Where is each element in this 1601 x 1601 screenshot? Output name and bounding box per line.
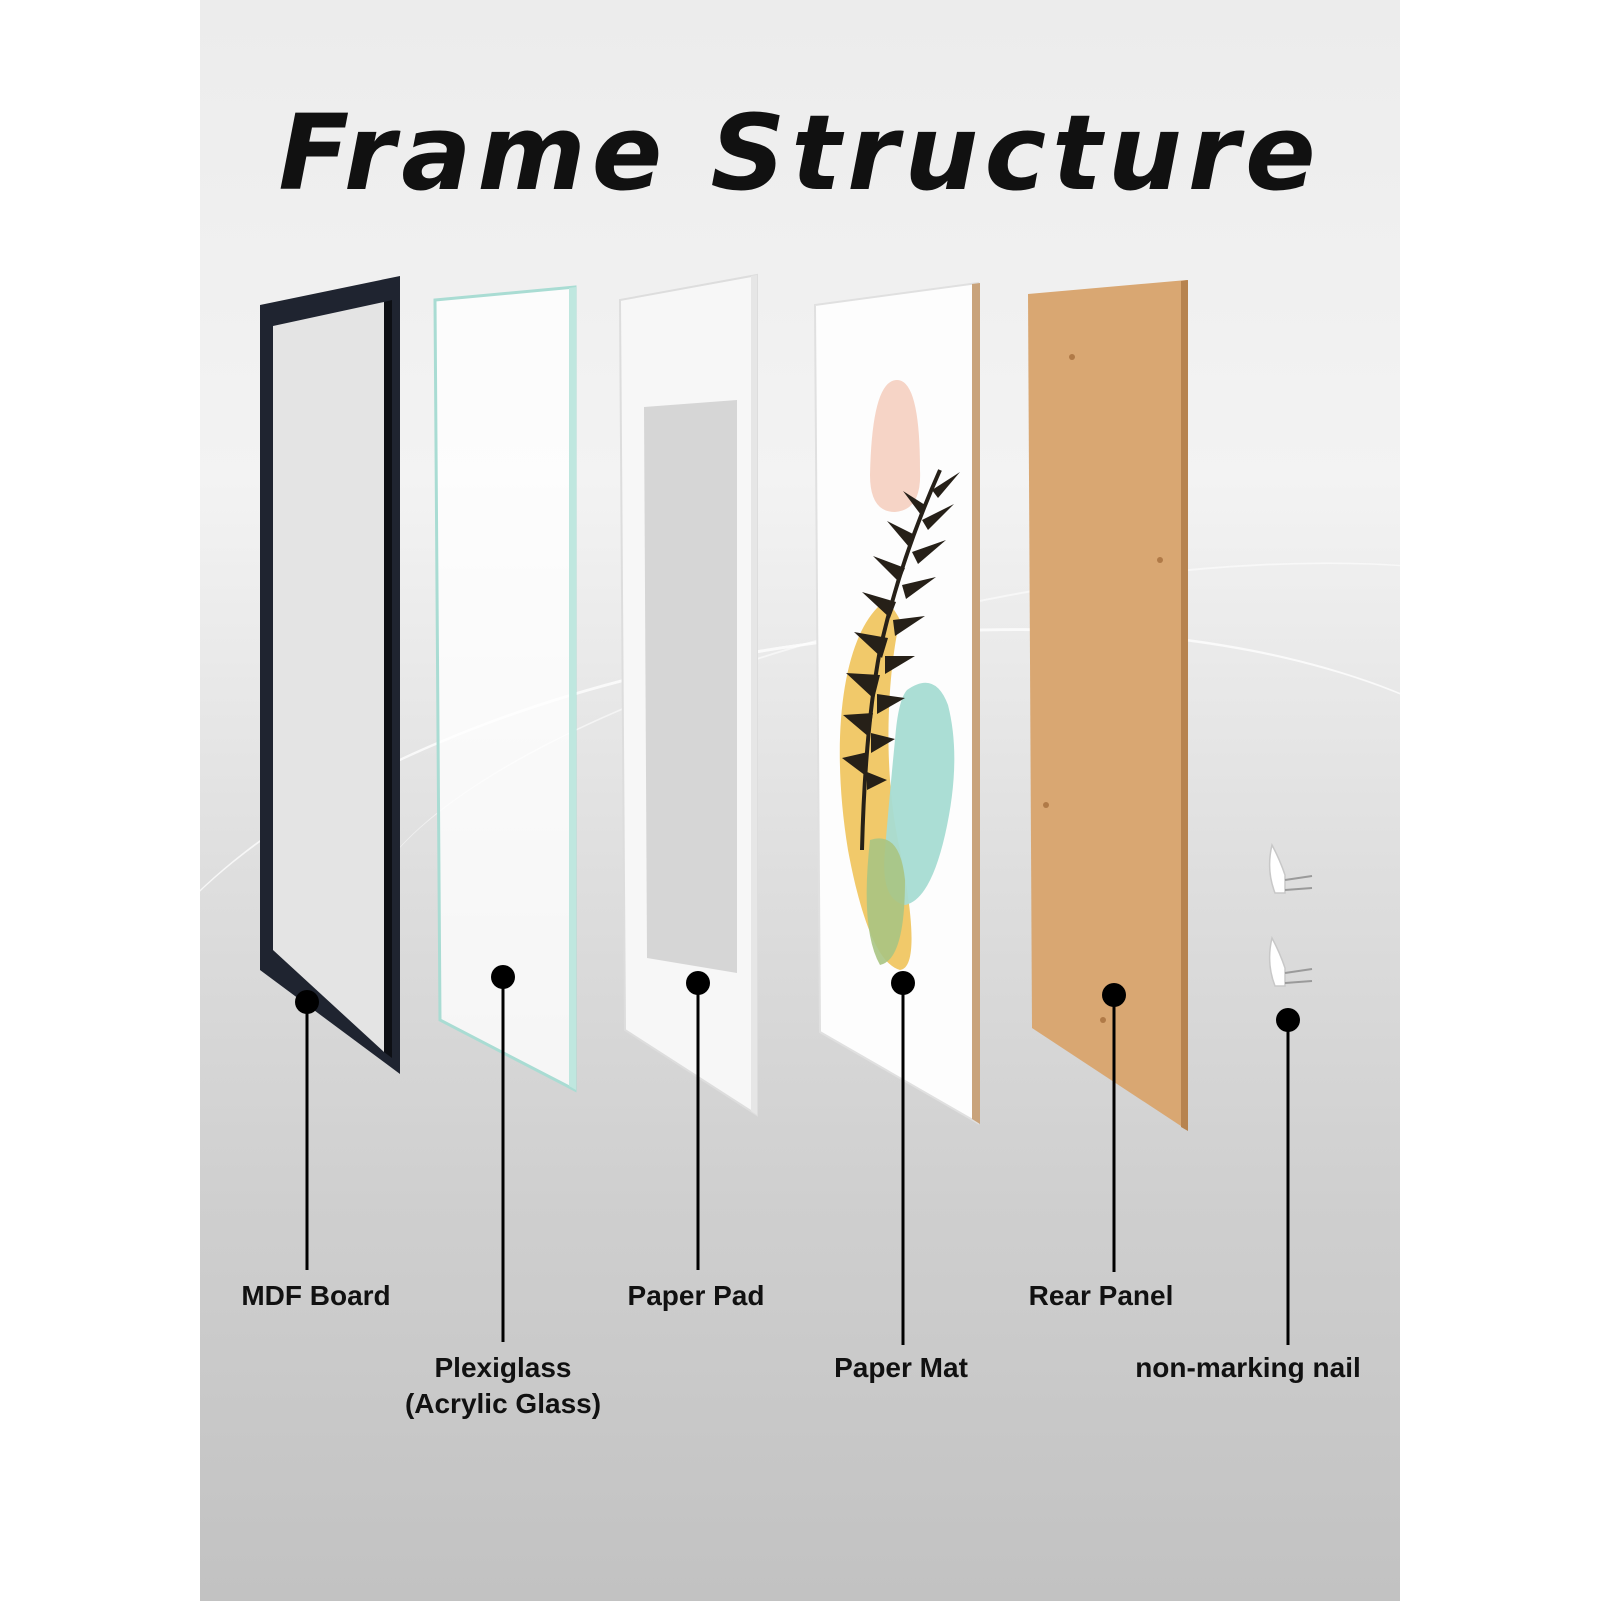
plexiglass-sheet	[433, 285, 577, 1093]
leader-paper-mat	[891, 971, 915, 1345]
label-paper-mat: Paper Mat	[834, 1352, 968, 1383]
label-rear-panel: Rear Panel	[1028, 1280, 1174, 1311]
paper-mat-sheet	[813, 281, 980, 1125]
non-marking-nails	[1268, 842, 1313, 987]
leader-paper-pad	[686, 971, 710, 1270]
mdf-board-frame	[260, 276, 400, 1074]
leader-nail	[1276, 1008, 1300, 1345]
leader-mdf-board	[295, 990, 319, 1270]
rear-panel-board	[1028, 280, 1188, 1131]
label-nail: non-marking nail	[1135, 1352, 1361, 1383]
leader-plexiglass	[491, 965, 515, 1342]
diagram-title: Frame Structure	[278, 92, 1322, 214]
label-plexiglass: Plexiglass (Acrylic Glass)	[404, 1352, 602, 1419]
label-mdf-board: MDF Board	[241, 1280, 391, 1311]
paper-pad-sheet	[618, 273, 758, 1117]
label-paper-pad: Paper Pad	[627, 1280, 765, 1311]
leader-rear-panel	[1102, 983, 1126, 1272]
